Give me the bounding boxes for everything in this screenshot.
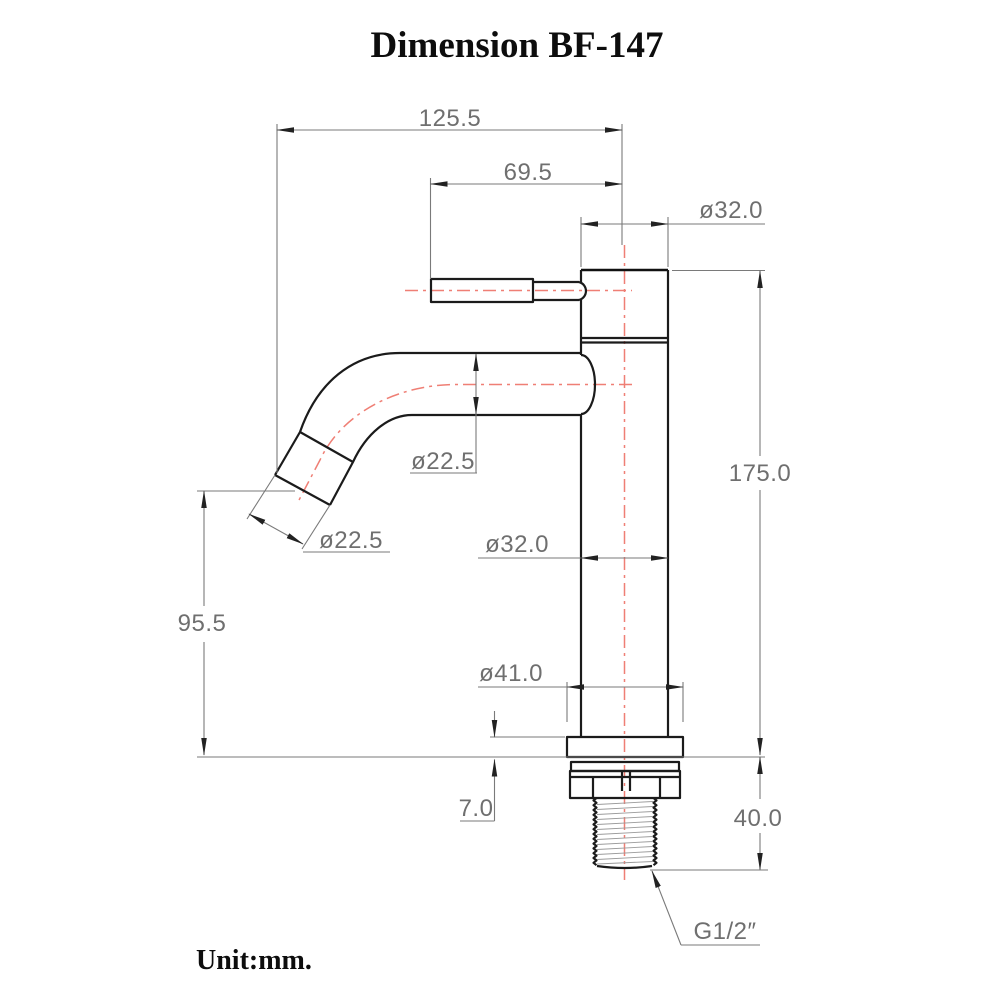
dim-flange-thickness: 7.0: [459, 711, 565, 822]
dim-label-base-flange-diameter: ø41.0: [479, 660, 543, 687]
leader-arrow: [651, 870, 682, 946]
dim-base-flange-diameter: ø41.0: [478, 660, 684, 722]
unit-note: Unit:mm.: [196, 945, 312, 976]
handle-lever: [429, 277, 588, 304]
dim-label-total-height: 175.0: [729, 460, 792, 487]
leader-line: [410, 414, 477, 474]
ext-line: [246, 474, 331, 550]
base-assembly: [565, 735, 685, 870]
dim-label-body-diameter: ø32.0: [485, 531, 549, 558]
centerlines: [297, 245, 632, 880]
dim-label-flange-thickness: 7.0: [459, 795, 494, 822]
dim-label-handle-reach: 69.5: [504, 159, 553, 186]
spout-end-face: [274, 474, 331, 506]
dim-overall-projection: 125.5: [276, 105, 623, 473]
handle-bar: [429, 277, 535, 304]
dim-body-diameter: ø32.0: [478, 531, 669, 561]
drawing-title: Dimension BF-147: [371, 25, 664, 66]
dim-label-thread-spec: G1/2″: [693, 918, 756, 945]
dim-label-overall-projection: 125.5: [419, 105, 482, 132]
spout-root-arc: [580, 353, 597, 416]
dim-spout-tip-diameter: ø22.5: [246, 474, 390, 554]
dim-label-spout-tube-diameter: ø22.5: [411, 448, 475, 475]
dim-shank-length: 40.0: [650, 756, 783, 871]
spout: [274, 351, 597, 506]
dim-spout-tube-diameter: ø22.5: [410, 353, 479, 475]
handle-cap-arc: [578, 280, 588, 302]
hex-nut: [568, 769, 682, 800]
body-joint-lines: [581, 336, 668, 344]
faucet-outline: [274, 268, 685, 870]
thread-bottom-edge: [596, 864, 653, 870]
faucet-body: [579, 268, 670, 737]
dim-top-cap-diameter: ø32.0: [580, 197, 765, 267]
dim-handle-reach: 69.5: [429, 159, 623, 279]
thread-right-edge: [652, 797, 658, 867]
dim-label-spout-outlet-height: 95.5: [178, 610, 227, 637]
spout-outer-edge: [274, 351, 581, 476]
spout-joint-line: [299, 431, 354, 463]
dim-spout-outlet-height: 95.5: [178, 490, 295, 756]
threaded-shank: [592, 797, 658, 870]
hex-nut-facets: [591, 771, 662, 798]
thread-crests: [596, 801, 654, 865]
dim-label-shank-length: 40.0: [734, 805, 783, 832]
dimensions: 125.5 69.5 ø32.0 ø22.5 ø22.5: [178, 105, 792, 946]
dim-label-spout-tip-diameter: ø22.5: [319, 527, 383, 554]
spout-inner-edge: [329, 413, 581, 506]
spout-centerline: [297, 383, 632, 503]
thread-left-edge: [592, 797, 598, 867]
dim-line: [248, 513, 304, 545]
dim-total-height: 175.0: [672, 269, 792, 756]
handle-neck: [533, 280, 579, 302]
callout-thread-spec: G1/2″: [651, 870, 760, 946]
dim-label-top-cap-diameter: ø32.0: [699, 197, 763, 224]
